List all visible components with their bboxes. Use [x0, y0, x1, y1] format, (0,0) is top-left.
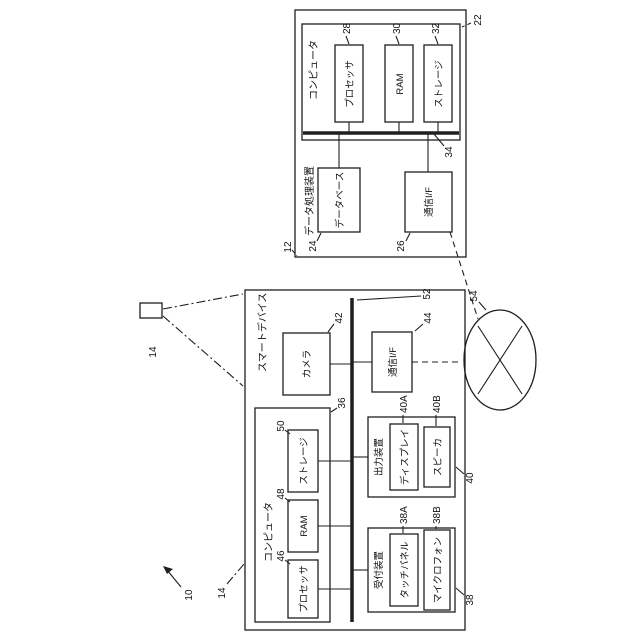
- dp-commif-ref: 26: [396, 240, 407, 252]
- display-box: [389, 423, 419, 491]
- device-correspondence-line-left: [162, 315, 244, 387]
- touch-panel-label: タッチパネル: [400, 541, 411, 599]
- dp-bus-ref-leader: [433, 133, 445, 147]
- device-icon: [139, 302, 163, 319]
- dp-ram-ref: 30: [392, 22, 403, 34]
- smart-device-ref: 14: [217, 587, 228, 599]
- camera-ref-leader: [327, 323, 335, 333]
- display-label: ディスプレイ: [399, 429, 411, 485]
- microphone-label: マイクロフォン: [433, 537, 444, 603]
- sd-storage-label: ストレージ: [299, 437, 310, 484]
- sd-ram-ref-leader: [284, 497, 291, 503]
- dp-processor-ref-leader: [345, 35, 350, 45]
- database-ref: 24: [308, 240, 319, 252]
- dp-device-ref-leader: [291, 249, 298, 257]
- system-ref: 10: [184, 589, 195, 601]
- system-arrow-head: [163, 566, 173, 574]
- touch-panel-ref: 38A: [399, 506, 410, 524]
- output-device-ref-leader: [455, 466, 465, 475]
- network-cross-line-2: [477, 325, 523, 395]
- sd-storage-ref-leader: [284, 429, 291, 435]
- microphone-ref: 38B: [432, 506, 443, 524]
- dp-storage-ref-leader: [434, 35, 439, 45]
- dp-commif-label: 通信I/F: [423, 187, 435, 217]
- sd-processor-ref-leader: [284, 559, 291, 565]
- dp-device-title: データ処理装置: [303, 166, 316, 236]
- sd-bus-ref-leader: [356, 295, 422, 301]
- sd-computer-title: コンピュータ: [263, 502, 275, 562]
- device-correspondence-line-right: [162, 293, 244, 310]
- dp-device-ref: 12: [283, 241, 294, 253]
- device-icon-ref: 14: [148, 346, 159, 358]
- dp-storage-label: ストレージ: [434, 60, 445, 107]
- dp-device-box: [294, 9, 467, 258]
- comm-link-dp-network: [449, 231, 479, 320]
- sd-bus-ref: 52: [422, 288, 433, 300]
- system-arrow-line: [166, 569, 182, 588]
- dp-bus-ref: 34: [444, 146, 455, 158]
- sd-computer-ref-leader: [330, 407, 338, 413]
- network-ref: 54: [469, 290, 480, 302]
- database-label: データベース: [334, 172, 346, 229]
- database-ref-leader: [316, 232, 322, 242]
- dp-computer-title: コンピュータ: [308, 40, 320, 100]
- sd-commif-ref-leader: [414, 323, 424, 332]
- dp-storage-ref: 32: [431, 22, 442, 34]
- dp-computer-ref: 22: [473, 14, 484, 26]
- network-ellipse: [463, 309, 537, 411]
- dp-computer-ref-leader: [461, 22, 472, 28]
- dp-computer-box: [301, 23, 461, 141]
- sd-storage-ref: 50: [276, 420, 287, 432]
- speaker-label: スピーカ: [433, 438, 444, 476]
- speaker-box: [423, 426, 451, 488]
- input-device-box: [367, 527, 456, 613]
- smart-device-box: [244, 289, 466, 631]
- sd-commif-label: 通信I/F: [387, 347, 399, 377]
- sd-computer-box: [254, 407, 331, 623]
- input-device-ref-leader: [455, 587, 465, 596]
- sd-ram-ref: 48: [276, 488, 287, 500]
- input-device-title: 受付装置: [373, 551, 385, 589]
- network-ref-leader: [478, 301, 487, 311]
- input-device-ref: 38: [465, 594, 476, 606]
- sd-ram-label: RAM: [299, 515, 310, 536]
- dp-ram-label: RAM: [395, 73, 406, 94]
- speaker-ref: 40B: [432, 395, 443, 413]
- sd-commif-ref: 44: [423, 312, 434, 324]
- output-device-ref: 40: [465, 472, 476, 484]
- dp-processor-label: プロセッサ: [345, 60, 356, 108]
- sd-processor-label: プロセッサ: [299, 565, 310, 613]
- dp-processor-ref: 28: [342, 22, 353, 34]
- sd-computer-ref: 36: [337, 397, 348, 409]
- microphone-box: [423, 529, 451, 611]
- smart-device-title: スマートデバイス: [256, 293, 269, 372]
- smart-device-ref-leader: [226, 563, 245, 585]
- camera-ref: 42: [334, 312, 345, 324]
- output-device-box: [367, 416, 456, 498]
- output-device-title: 出力装置: [373, 438, 385, 476]
- sd-processor-ref: 46: [276, 550, 287, 562]
- camera-label: カメラ: [302, 350, 313, 379]
- dp-ram-ref-leader: [395, 35, 400, 45]
- touch-panel-box: [389, 533, 419, 607]
- dp-commif-ref-leader: [405, 232, 411, 242]
- display-ref: 40A: [399, 395, 410, 413]
